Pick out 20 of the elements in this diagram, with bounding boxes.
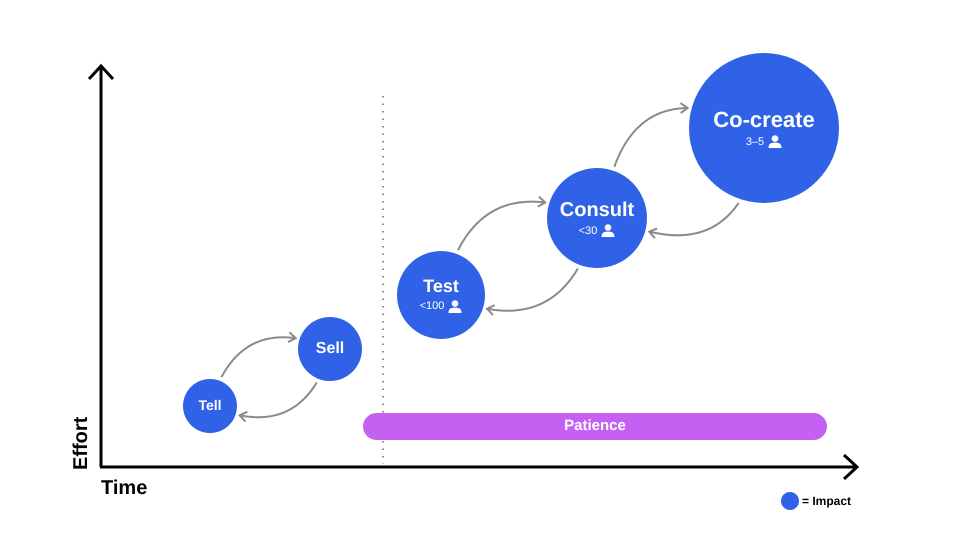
cycle-arrow: [220, 331, 297, 378]
stage-name: Consult: [560, 199, 634, 221]
legend-label: = Impact: [802, 494, 852, 508]
cycle-arrow: [486, 268, 579, 316]
stage-name: Tell: [198, 398, 222, 414]
bar-label: Patience: [564, 418, 626, 435]
y-axis-label: Effort: [70, 416, 93, 470]
stage-name: Sell: [316, 340, 344, 358]
people-count: <30: [578, 224, 598, 236]
impact-circle: [183, 379, 237, 433]
cycle-arrow: [238, 382, 318, 422]
patience-bar: [363, 413, 827, 440]
cycle-arrow: [648, 202, 740, 239]
cycle-arrow: [613, 102, 689, 168]
cycle-arrow: [457, 196, 546, 251]
people-count: 3–5: [746, 136, 764, 148]
stage-name: Co-create: [713, 108, 815, 132]
stage-name: Test: [423, 277, 459, 297]
x-axis-label: Time: [101, 477, 148, 500]
people-count: <100: [420, 300, 444, 312]
